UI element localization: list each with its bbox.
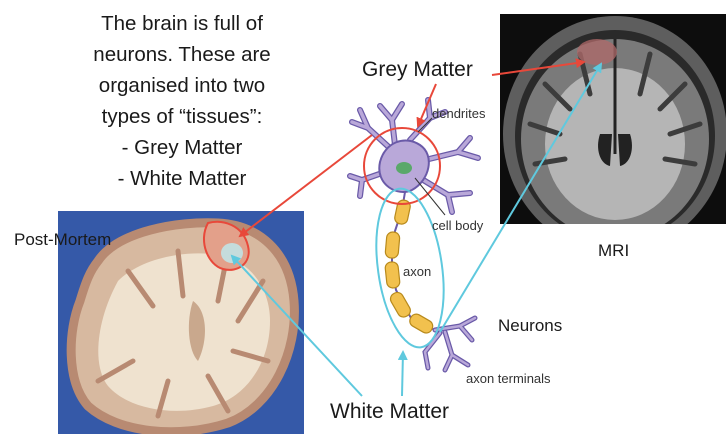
cell-body-label: cell body [432, 218, 483, 233]
neurons-label: Neurons [498, 316, 562, 336]
axon-terminals-label: axon terminals [466, 371, 551, 386]
dendrites-label: dendrites [432, 106, 485, 121]
grey-matter-arrow-mri [492, 62, 584, 75]
white-matter-arrow-mri [440, 64, 601, 332]
white-matter-arrow-postmortem [232, 256, 362, 396]
post-mortem-label: Post-Mortem [14, 230, 111, 250]
white-matter-label: White Matter [330, 400, 449, 424]
axon-label: axon [403, 264, 431, 279]
grey-matter-arrow-postmortem [240, 135, 372, 236]
mri-label: MRI [598, 241, 629, 261]
neuron-nucleus [396, 162, 412, 174]
white-matter-arrow-neuron [402, 352, 403, 396]
grey-matter-label: Grey Matter [362, 58, 473, 82]
